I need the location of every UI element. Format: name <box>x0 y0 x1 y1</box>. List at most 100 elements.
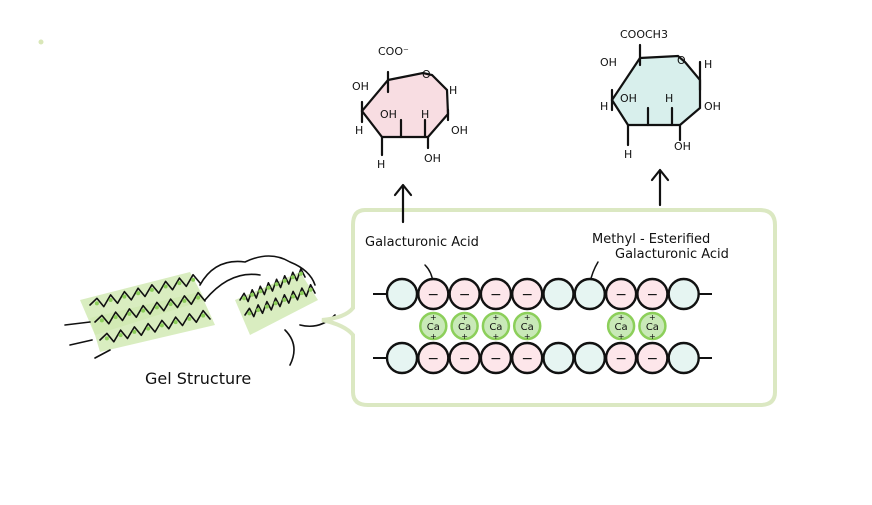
oh-text: OH <box>380 108 397 121</box>
gel-calcium-dot <box>309 288 313 292</box>
gel-calcium-dot <box>250 293 254 297</box>
gel-calcium-dot <box>299 272 303 276</box>
methyl-bead <box>387 343 417 373</box>
negative-charge: − <box>490 351 502 367</box>
arrow-up-icon <box>652 170 668 205</box>
gel-calcium-dot <box>275 282 279 286</box>
methyl-bead <box>544 343 574 373</box>
oh-text: OH <box>674 140 691 153</box>
gel-calcium-dot <box>191 278 195 282</box>
gel-calcium-dot <box>291 294 295 298</box>
methyl-esterified-molecule: COOCH3 O OH H OH H H OH H OH <box>600 28 721 161</box>
methyl-bead <box>575 343 605 373</box>
positive-charge: + <box>618 332 625 341</box>
h-text: H <box>704 58 712 71</box>
methyl-label-line2: Galacturonic Acid <box>615 247 729 262</box>
negative-charge: − <box>427 351 439 367</box>
gel-calcium-dot <box>95 301 99 305</box>
methyl-label-line1: Methyl - Esterified <box>592 232 710 247</box>
oh-text: OH <box>451 124 468 137</box>
oh-text: OH <box>600 56 617 69</box>
gel-calcium-dot <box>258 289 262 293</box>
gel-calcium-dot <box>169 302 173 306</box>
positive-charge: + <box>649 332 656 341</box>
negative-charge: − <box>647 351 659 367</box>
positive-charge: + <box>618 313 625 322</box>
gel-calcium-dot <box>109 298 113 302</box>
gel-calcium-dot <box>141 309 145 313</box>
negative-charge: − <box>647 287 659 303</box>
negative-charge: − <box>490 287 502 303</box>
egg-box-chain: −−−−−−−−−−−−Ca++Ca++Ca++Ca++Ca++Ca++ <box>373 279 712 373</box>
gel-calcium-dot <box>164 284 168 288</box>
gel-calcium-dot <box>201 314 205 318</box>
gel-calcium-dot <box>300 291 304 295</box>
methyl-bead <box>544 279 574 309</box>
methyl-bead <box>387 279 417 309</box>
h-text: H <box>355 124 363 137</box>
ring-oxygen-text: O <box>422 68 431 81</box>
oh-text: OH <box>704 100 721 113</box>
h-text: H <box>665 92 673 105</box>
gel-calcium-dot <box>283 279 287 283</box>
methyl-bead <box>669 343 699 373</box>
gel-calcium-dot <box>155 305 159 309</box>
stray-dot <box>39 40 44 45</box>
negative-charge: − <box>615 351 627 367</box>
gel-calcium-dot <box>196 296 200 300</box>
ring-oxygen-text: O <box>677 54 686 67</box>
ester-group-text: COOCH3 <box>620 28 668 41</box>
methyl-bead <box>669 279 699 309</box>
positive-charge: + <box>493 332 500 341</box>
gel-calcium-dot <box>247 311 251 315</box>
pink-ring <box>362 73 448 137</box>
h-text: H <box>600 100 608 113</box>
gel-calcium-dot <box>150 288 154 292</box>
gel-calcium-dot <box>274 301 278 305</box>
gel-calcium-dot <box>132 330 136 334</box>
h-text: H <box>624 148 632 161</box>
h-text: H <box>421 108 429 121</box>
gel-calcium-dot <box>127 312 131 316</box>
gel-calcium-dot <box>282 298 286 302</box>
oh-text: OH <box>352 80 369 93</box>
gel-calcium-dot <box>265 305 269 309</box>
carboxylate-text: COO⁻ <box>378 45 409 58</box>
negative-charge: − <box>521 351 533 367</box>
gel-calcium-dot <box>136 291 140 295</box>
positive-charge: + <box>430 313 437 322</box>
gel-calcium-dot <box>146 327 150 331</box>
negative-charge: − <box>521 287 533 303</box>
gel-structure: Gel Structure <box>65 256 335 388</box>
gel-calcium-dot <box>291 275 295 279</box>
galacturonic-acid-molecule: COO⁻ O OH H OH H H OH H OH <box>352 45 468 171</box>
gel-calcium-dot <box>100 318 104 322</box>
gel-calcium-dot <box>114 315 118 319</box>
arrow-up-icon <box>395 185 411 222</box>
gel-calcium-dot <box>174 320 178 324</box>
h-text: H <box>377 158 385 171</box>
gel-calcium-dot <box>105 336 109 340</box>
oh-text: OH <box>424 152 441 165</box>
positive-charge: + <box>461 313 468 322</box>
gel-calcium-dot <box>242 296 246 300</box>
positive-charge: + <box>430 332 437 341</box>
gel-calcium-dot <box>177 281 181 285</box>
positive-charge: + <box>649 313 656 322</box>
positive-charge: + <box>524 332 531 341</box>
gel-calcium-dot <box>160 323 164 327</box>
gel-calcium-dot <box>187 317 191 321</box>
gel-calcium-dot <box>182 299 186 303</box>
h-text: H <box>449 84 457 97</box>
gel-calcium-dot <box>256 308 260 312</box>
methyl-bead <box>575 279 605 309</box>
negative-charge: − <box>459 351 471 367</box>
positive-charge: + <box>461 332 468 341</box>
galacturonic-acid-label: Galacturonic Acid <box>365 235 479 250</box>
positive-charge: + <box>524 313 531 322</box>
oh-text: OH <box>620 92 637 105</box>
gel-calcium-dot <box>119 333 123 337</box>
negative-charge: − <box>459 287 471 303</box>
